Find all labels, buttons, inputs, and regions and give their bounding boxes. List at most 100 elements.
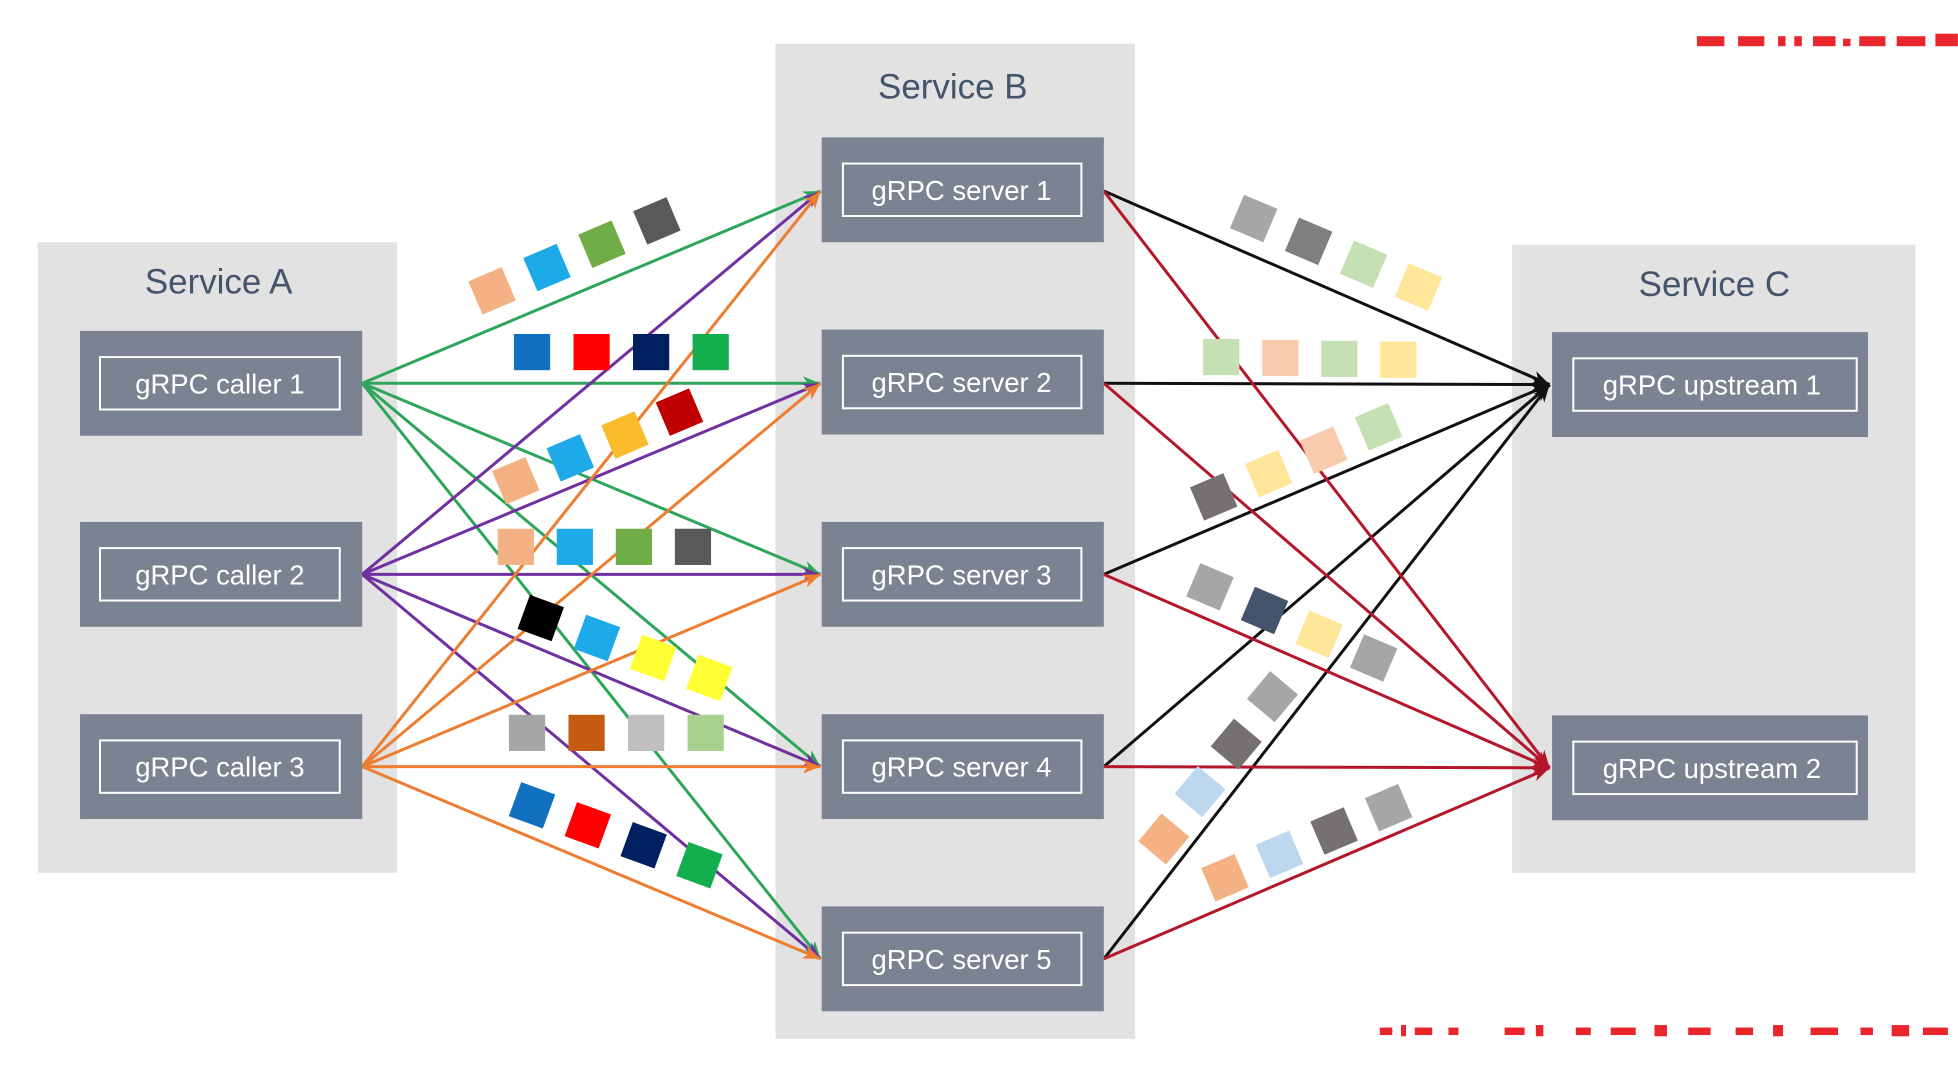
packet-group-4 [497, 528, 712, 565]
grpc-server-1-box [821, 137, 1104, 243]
packet-square [655, 388, 704, 436]
packet-square [517, 594, 564, 642]
packet-group-3 [492, 388, 704, 505]
grpc-caller-2-label: gRPC caller 2 [135, 559, 304, 590]
grpc-upstream-2-label: gRPC upstream 2 [1603, 753, 1821, 784]
packet-square [468, 267, 516, 315]
edge-server-1-to-upstream-1 [1103, 189, 1551, 386]
connection-lines [361, 189, 1551, 961]
grpc-upstream-1-frame [1572, 357, 1858, 412]
packet-square [1229, 194, 1278, 243]
edge-server-2-to-upstream-1 [1103, 377, 1550, 392]
packet-square [1364, 783, 1413, 832]
grpc-server-5-frame [841, 931, 1083, 987]
grpc-caller-1-frame [99, 356, 341, 411]
packet-square [578, 220, 626, 268]
edge-server-1-to-upstream-2 [1102, 190, 1551, 769]
grpc-server-4-node: gRPC server 4 [821, 714, 1104, 820]
packet-square [523, 243, 571, 292]
edge-caller-3-to-server-2 [361, 382, 822, 768]
grpc-server-5-node: gRPC server 5 [821, 906, 1104, 1012]
grpc-server-2-label: gRPC server 2 [872, 367, 1052, 398]
packet-square [1189, 473, 1238, 521]
grpc-server-1-node: gRPC server 1 [821, 137, 1104, 243]
grpc-server-1-label: gRPC server 1 [872, 175, 1052, 206]
packet-square [620, 822, 667, 869]
packet-square [1321, 340, 1358, 377]
packet-square [568, 714, 605, 751]
watermark-fragment-bottom [1379, 1025, 1948, 1037]
grpc-server-1-frame [841, 162, 1083, 217]
packet-square [629, 634, 677, 682]
packet-group-8 [1229, 194, 1443, 311]
grpc-caller-2-box [80, 521, 363, 627]
grpc-server-5-label: gRPC server 5 [872, 944, 1052, 975]
packet-square [601, 411, 649, 459]
packet-square [1186, 563, 1234, 611]
packet-square [687, 714, 724, 751]
edge-caller-3-to-server-5 [361, 765, 822, 961]
edge-server-2-to-upstream-2 [1102, 382, 1551, 769]
grpc-server-3-frame [841, 547, 1083, 602]
grpc-server-2-frame [841, 354, 1083, 410]
service-b-title: Service B [878, 68, 1028, 107]
packet-group-9 [1203, 338, 1417, 378]
packet-square [1255, 830, 1304, 879]
packet-square [1380, 341, 1417, 378]
packet-square [1284, 217, 1333, 266]
packet-square [628, 714, 665, 751]
grpc-caller-3-node: gRPC caller 3 [80, 714, 363, 820]
grpc-server-4-label: gRPC server 4 [872, 752, 1052, 783]
packet-square [1210, 718, 1262, 770]
packet-square [1299, 426, 1348, 474]
packet-square [1138, 813, 1190, 865]
packet-square [1246, 671, 1298, 723]
packet-group-2 [513, 333, 729, 371]
grpc-upstream-2-box [1552, 715, 1868, 821]
packet-square [513, 333, 551, 371]
edge-caller-3-to-server-1 [361, 190, 822, 768]
grpc-server-3-box [821, 521, 1104, 627]
packet-group-10 [1189, 403, 1403, 521]
grpc-caller-3-label: gRPC caller 3 [135, 752, 304, 783]
packet-square [1244, 449, 1293, 498]
packet-square [633, 197, 681, 245]
packet-square [564, 802, 612, 849]
packet-square [633, 333, 670, 371]
grpc-upstream-1-node: gRPC upstream 1 [1552, 332, 1868, 437]
edge-server-3-to-upstream-2 [1103, 572, 1551, 770]
packet-square [676, 842, 723, 889]
packet-square [1310, 807, 1358, 855]
packet-square [508, 782, 556, 829]
edge-caller-2-to-server-1 [361, 189, 822, 576]
packet-square [508, 714, 546, 751]
grpc-upstream-1-label: gRPC upstream 1 [1603, 370, 1821, 401]
packet-square [674, 528, 712, 565]
grpc-upstream-2-frame [1572, 740, 1858, 796]
packet-square [686, 654, 733, 702]
grpc-server-2-node: gRPC server 2 [821, 329, 1104, 435]
edge-caller-1-to-server-1 [361, 189, 822, 385]
packet-group-11 [1186, 563, 1398, 682]
packet-square [573, 333, 610, 371]
grpc-server-3-label: gRPC server 3 [872, 559, 1052, 590]
grpc-server-3-node: gRPC server 3 [821, 521, 1104, 627]
packet-square [546, 434, 595, 482]
grpc-server-4-box [821, 714, 1104, 820]
packet-square [1295, 610, 1343, 658]
grpc-caller-1-label: gRPC caller 1 [135, 368, 304, 399]
edge-caller-3-to-server-3 [361, 572, 822, 768]
packet-square [1240, 586, 1289, 635]
packet-square [615, 528, 653, 565]
packet-square [1203, 338, 1240, 376]
packet-square [573, 614, 621, 662]
packet-square [1339, 240, 1388, 288]
packet-group-6 [508, 714, 724, 751]
packet-group-13 [1201, 783, 1413, 902]
grpc-caller-2-node: gRPC caller 2 [80, 521, 363, 627]
packet-group-1 [468, 197, 681, 315]
service-a-title: Service A [145, 262, 293, 301]
grpc-server-2-box [821, 329, 1104, 435]
packet-group-7 [508, 782, 723, 889]
